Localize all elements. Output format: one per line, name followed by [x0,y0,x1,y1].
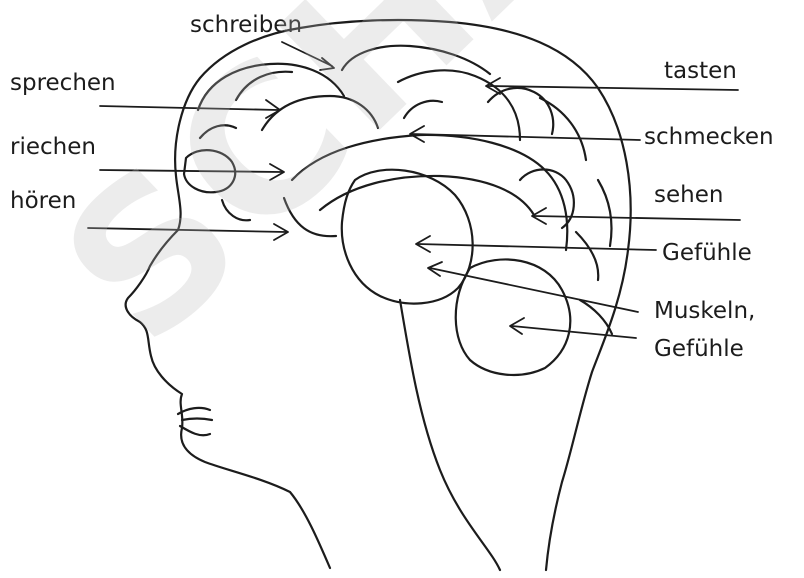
label-gefuehle: Gefühle [662,240,752,266]
mouth-line [182,419,212,421]
gyrus-9 [404,101,442,118]
label-sehen: sehen [654,182,723,208]
label-muskeln: Muskeln, [654,298,755,324]
gyrus-2 [236,72,292,100]
label-tasten: tasten [664,58,737,84]
gyrus-15 [598,180,612,246]
arrows [88,42,740,338]
gyrus-7 [540,98,586,160]
gyrus-10 [222,200,250,220]
label-hoeren: hören [10,188,76,214]
label-schreiben: schreiben [190,12,302,38]
neck-line [400,300,500,570]
inner-band [320,176,534,215]
central-arc [292,135,567,250]
gyrus-8 [200,125,236,138]
gyrus-6 [488,88,553,134]
gyrus-3 [342,46,490,74]
temporal-lobe [342,170,473,304]
label-riechen: riechen [10,134,96,160]
label-muskeln-gefuehle: Gefühle [654,336,744,362]
label-schmecken: schmecken [644,124,774,150]
lower-lip [180,426,210,435]
gyrus-13 [576,232,598,280]
label-sprechen: sprechen [10,70,116,96]
gyrus-5 [262,96,378,130]
